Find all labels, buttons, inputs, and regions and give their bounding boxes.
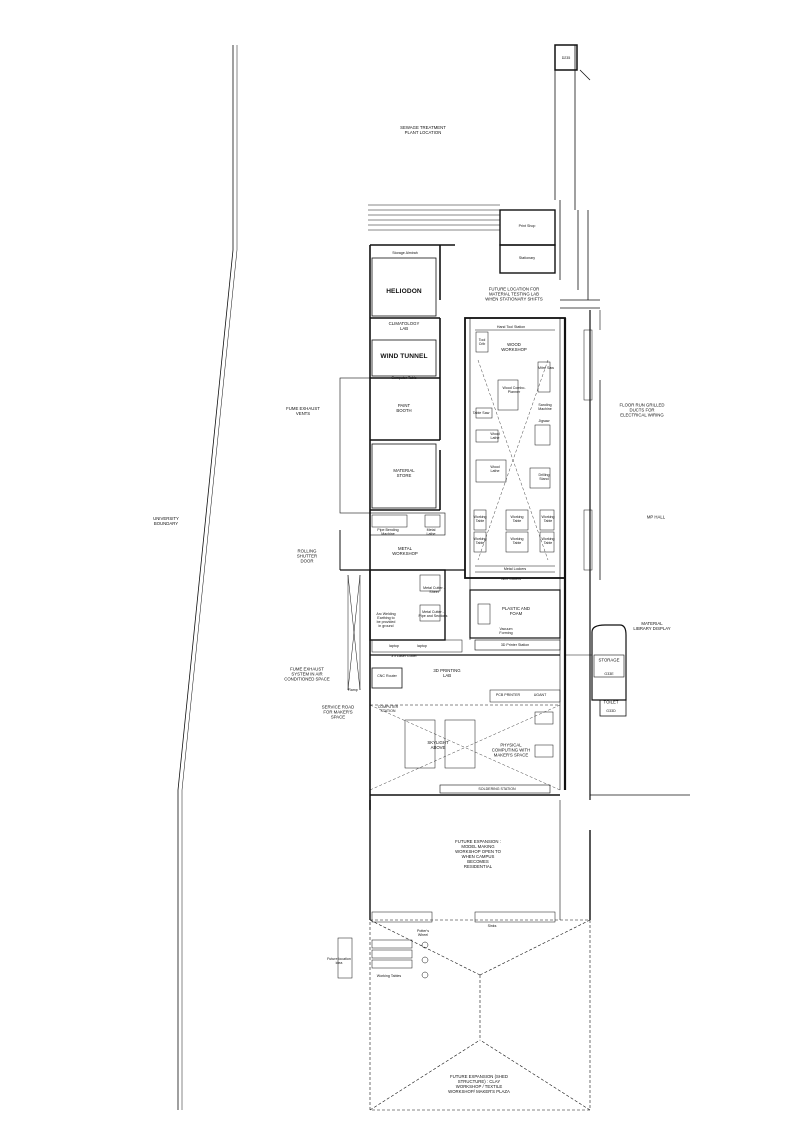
future-testing-lab-label: FUTURE LOCATION FOR MATERIAL TESTING LAB… (485, 286, 543, 302)
future-shed-label: FUTURE EXPANSION (SHED STRUCTURE) : CLAY… (448, 1074, 510, 1094)
working-table-label: Working Table (473, 514, 487, 523)
jigsaw-label: Jigsaw (538, 418, 550, 423)
plastic-foam-room (469, 589, 561, 651)
computer-station-label: COMPUTER STATION (377, 704, 399, 713)
fume-exhaust-ac-label: FUME EXHAUST SYSTEM IN AIR CONDITIONED S… (284, 666, 330, 682)
table-saw-label: Table Saw (472, 410, 490, 415)
working-tables-label: Working Tables (376, 973, 402, 978)
ugant-label: UGANT (533, 692, 547, 697)
fume-exhaust-vents-label: FUME EXHAUST VENTS (286, 406, 320, 416)
university-boundary-label: UNIVERSITY BOUNDARY (153, 516, 179, 526)
material-library-label: MATERIAL LIBRARY DISPLAY (633, 621, 671, 631)
arc-welding-label: Arc Welding Earthing to be provided in g… (376, 611, 396, 629)
potters-wheel-label: Potter's Wheel (416, 928, 430, 937)
pcb-printer-label: PCB PRINTER (495, 692, 521, 697)
storage-almirah-label: Storage Almirah (392, 250, 418, 255)
future-location-idea-label: Future location idea (327, 956, 351, 965)
working-table-label: Working Table (510, 514, 524, 523)
laser-cutter-label: 3 x Laser Cutter (391, 653, 417, 658)
room-g33e-label: G33E (604, 671, 614, 676)
metal-cutter-pipe-label: Metal Cutter - Pipe and Sections (418, 609, 448, 618)
plastic-foam-label: PLASTIC AND FOAM (502, 606, 530, 616)
future-shed-structure (369, 919, 591, 1111)
laptop-label-1: laptop (389, 643, 399, 648)
maker-space-room (369, 654, 561, 796)
material-store-label: MATERIAL STORE (393, 468, 415, 478)
stationary-label: Stationary (518, 255, 536, 260)
metal-lockers-label: Metal Lockers (503, 566, 527, 571)
drilling-stand-label: Drilling Stand (538, 472, 550, 481)
computer-table-label: Computer Table (391, 375, 417, 380)
stationary-room (499, 244, 556, 274)
pipe-bending-label: Pipe Bending Machine (377, 527, 399, 536)
soldering-station-label: SOLDERING STATION (478, 786, 516, 791)
paint-booth-label: PAINT BOOTH (396, 403, 412, 413)
wood-lathe-label-2: Wood Lathe (490, 464, 500, 473)
wire-cutters-label: Wire Cutters (501, 576, 521, 581)
print-shop-label: Print Shop (518, 223, 536, 228)
printer-station-label: 3D Printer Station (500, 642, 530, 647)
working-tables-block (337, 937, 429, 979)
metal-lathe-label: Metal Lathe (426, 527, 436, 536)
metal-cutter-sheet-label: Metal Cutter - Sheet (423, 585, 445, 594)
floor-run-ducts-label: FLOOR RUN GRILLED DUCTS FOR ELECTRICAL W… (619, 402, 665, 418)
wood-lathe-label-1: Wood Lathe (490, 431, 500, 440)
hand-tool-station-label: Hand Tool Station (496, 324, 526, 329)
climatology-lab-label: CLIMATOLOGY LAB (388, 321, 420, 331)
skylight-label: SKYLIGHT ABOVE (427, 740, 449, 750)
working-table-label: Working Table (541, 514, 555, 523)
laptop-label-2: laptop (417, 643, 427, 648)
wood-combo-planner-label: Wood Combo- Planner (502, 385, 526, 394)
sinks-label: Sinks (487, 923, 497, 928)
storage-label: STORAGE (598, 657, 620, 663)
mitre-saw-label: Mitre Saw (538, 365, 554, 370)
mp-hall-label: MP HALL (646, 514, 666, 520)
physical-computing-label: PHYSICAL COMPUTING WITH MAKER'S SPACE (491, 742, 531, 758)
vacuum-forming-label: Vacuum Forming (499, 626, 513, 635)
tool-crib-label: Tool Crib (478, 337, 486, 346)
university-boundary-line (177, 45, 234, 1110)
fume-vent-shaft (339, 377, 371, 514)
working-table-label: Working Table (510, 536, 524, 545)
printing-lab-label: 3D PRINTING LAB (433, 668, 461, 678)
sanding-machine-label: Sanding Machine (538, 402, 552, 411)
future-model-making-label: FUTURE EXPANSION : MODEL MAKING WORKSHOP… (455, 839, 501, 869)
future-expansion-model-making (369, 800, 591, 923)
toilet-label: TOILET (603, 699, 619, 705)
heliodon-label: HELIODON (386, 288, 422, 296)
cnc-router-label: CNC Router (377, 673, 397, 678)
ramp-label: Ramp (348, 687, 358, 692)
university-boundary-line-inner (181, 45, 238, 1110)
service-road-label: SERVICE ROAD FOR MAKER'S SPACE (321, 704, 355, 720)
sewage-plant-label: SEWAGE TREATMENT PLANT LOCATION (400, 125, 446, 135)
rolling-shutter-label: ROLLING SHUTTER DOOR (296, 548, 318, 564)
working-table-label: Working Table (473, 536, 487, 545)
wood-workshop-label: WOOD WORKSHOP (501, 342, 527, 352)
metal-workshop-label: METAL WORKSHOP (392, 546, 418, 556)
service-ramp (347, 574, 361, 691)
east-wall (560, 299, 601, 800)
north-corridor (554, 44, 591, 300)
wind-tunnel-label: WIND TUNNEL (380, 353, 428, 361)
working-table-label: Working Table (541, 536, 555, 545)
room-d235-label: D235 (561, 55, 571, 60)
metal-workshop-room (339, 512, 465, 689)
stairs-top (368, 204, 500, 231)
storage-toilet-block (590, 624, 690, 796)
room-g33d-label: G33D (606, 708, 616, 713)
